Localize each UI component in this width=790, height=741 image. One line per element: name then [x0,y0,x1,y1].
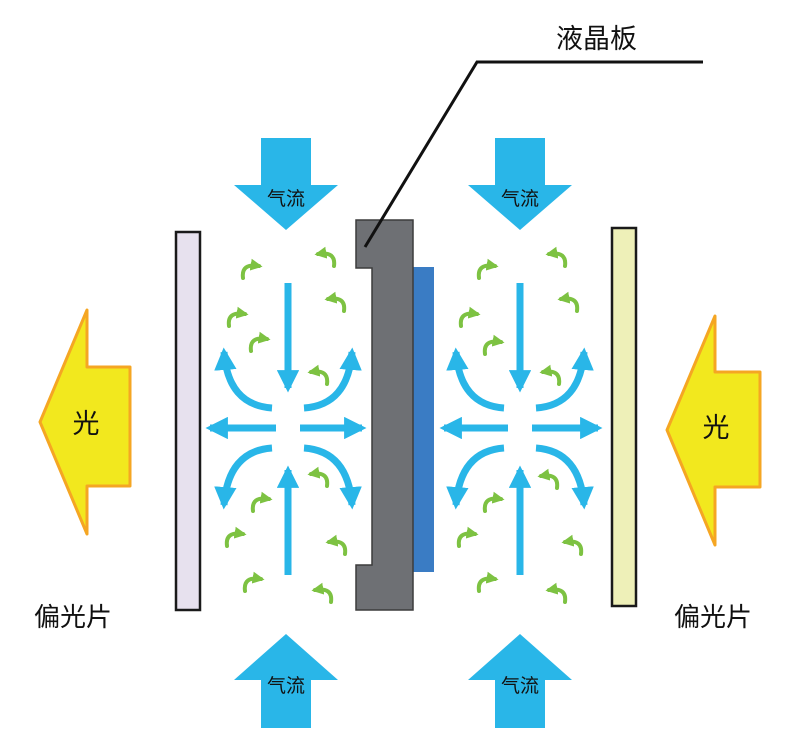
airflow-arrow-bottom-right: 气流 [468,634,572,728]
lcd-panel [355,219,414,611]
internal-airflow-left [205,283,367,575]
polarizer-right [610,226,638,608]
polarizer-left [174,230,202,612]
polarizer-label-right: 偏光片 [674,603,752,633]
airflow-label-top-right: 气流 [501,188,539,210]
airflow-arrow-bottom-left: 气流 [234,634,338,728]
light-arrow-left: 光 [38,308,132,536]
light-label-left: 光 [73,409,100,440]
lcd-panel-label: 液晶板 [556,24,637,55]
polarizer-label-left: 偏光片 [34,603,112,633]
lcd-blue-layer [410,267,434,572]
internal-airflow-right [439,283,603,575]
airflow-arrow-top-left: 气流 [234,138,338,230]
airflow-label-bottom-right: 气流 [501,675,539,697]
airflow-label-top-left: 气流 [267,188,305,210]
light-label-right: 光 [703,413,730,444]
light-arrow-right: 光 [665,314,762,547]
lcd-leader-line [363,60,703,248]
airflow-label-bottom-left: 气流 [267,675,305,697]
airflow-arrow-top-right: 气流 [468,138,572,230]
